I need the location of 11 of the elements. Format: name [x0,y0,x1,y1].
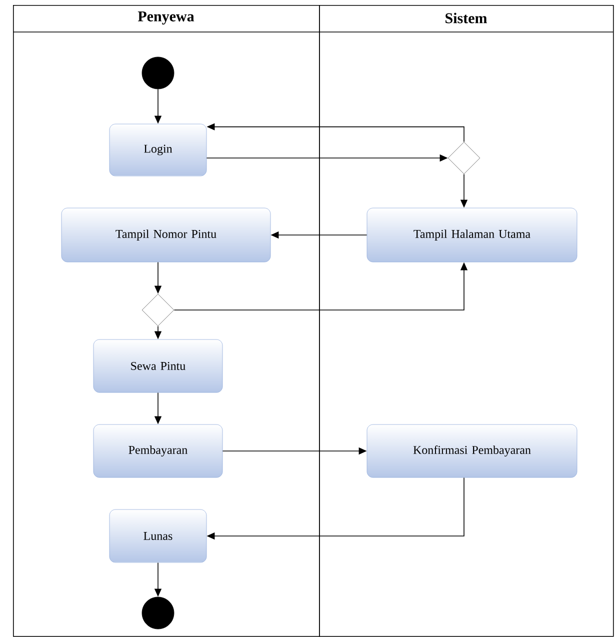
activity-box: Login [109,124,207,176]
decision-diamond [142,294,174,326]
activity-box: Sewa Pintu [93,339,223,393]
activity-box: Tampil Nomor Pintu [61,208,271,262]
end-node [142,596,174,630]
activity-box: Lunas [109,509,207,563]
activity-box: Konfirmasi Pembayaran [366,424,578,478]
activity-box: Pembayaran [93,424,223,478]
activity-box: Tampil Halaman Utama [366,208,578,262]
start-node [142,56,174,90]
decision-diamond [448,142,480,174]
